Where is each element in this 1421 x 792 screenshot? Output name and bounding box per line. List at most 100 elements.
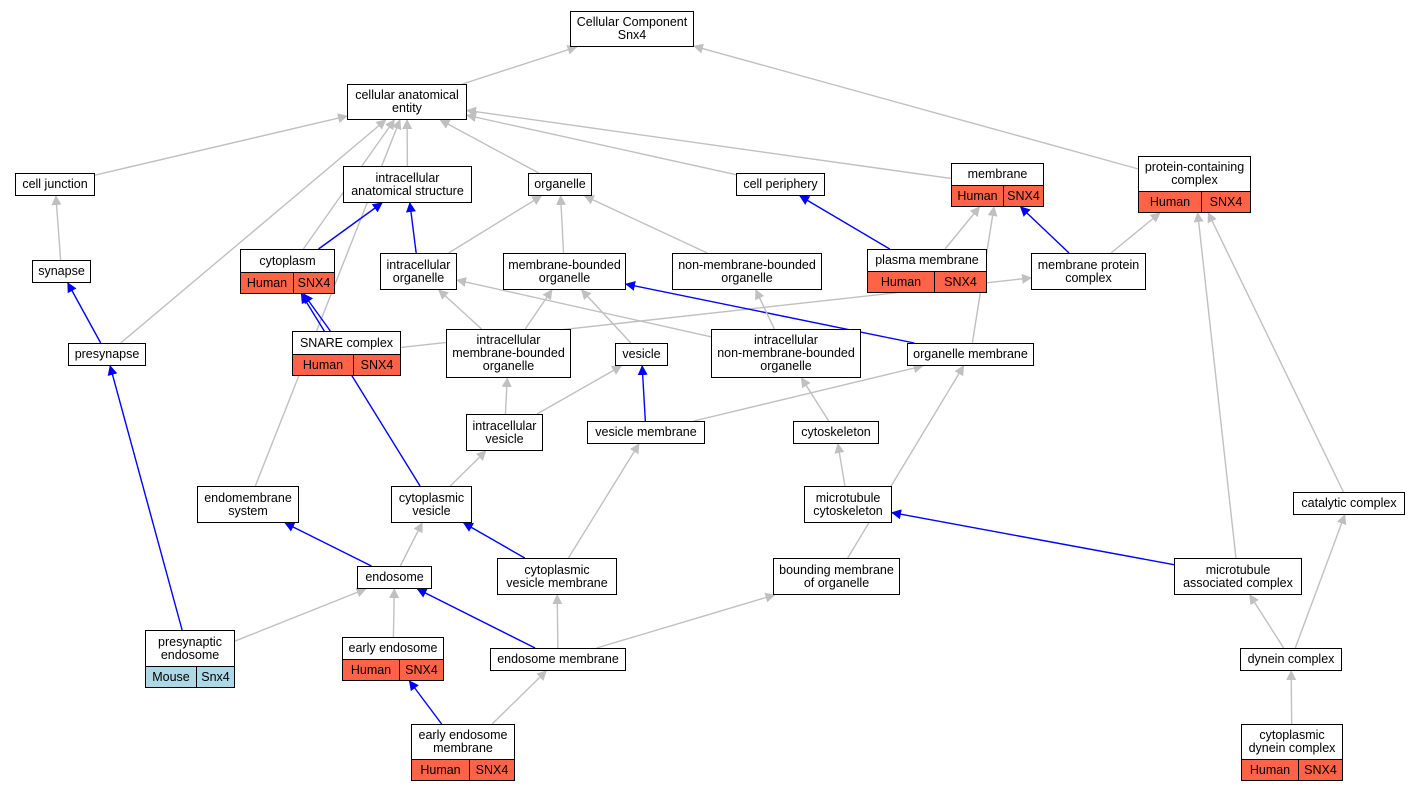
edge-plasma-membrane-to-cell-periphery [799, 195, 891, 250]
node-label-line: intracellular [375, 170, 440, 185]
node-synapse[interactable]: synapse [32, 260, 91, 283]
node-label: cytoskeleton [794, 422, 878, 443]
edge-endo-membrane-to-cvm [552, 594, 563, 649]
node-cell-junction[interactable]: cell junction [15, 173, 95, 196]
node-label-line: dynein complex [1248, 741, 1336, 755]
node-vesicle[interactable]: vesicle [615, 343, 668, 366]
node-cytoskeleton[interactable]: cytoskeleton [793, 421, 879, 444]
edge-cytoskeleton-to-inmbo [800, 377, 830, 422]
node-label-line: cellular anatomical [355, 88, 459, 102]
node-endo-membrane[interactable]: endosome membrane [490, 648, 626, 671]
species-cell: Mouse [152, 669, 190, 684]
node-label: membrane [952, 164, 1043, 185]
edge-early-endo-to-endosome [389, 588, 400, 638]
node-label-line: vesicle [485, 431, 524, 446]
gene-cell: SNX4 [353, 355, 400, 375]
node-label-line: complex [1171, 173, 1218, 187]
node-label-line: intracellular [476, 333, 541, 347]
node-label-line: cell periphery [743, 177, 818, 191]
species-cell: Human [420, 762, 461, 777]
node-label: endosome [358, 567, 431, 588]
edge-membrane-to-cae [466, 106, 952, 180]
node-label-line: of organelle [803, 575, 870, 590]
node-cell-periphery[interactable]: cell periphery [736, 173, 825, 196]
node-label: plasma membrane [868, 250, 986, 271]
edge-presyn-endo-to-presynapse [107, 365, 183, 631]
node-label-line: bounding membrane [779, 562, 894, 577]
node-label-line: protein-containing [1144, 160, 1245, 174]
node-label: early endosome [343, 638, 443, 659]
species-cell: Human [350, 662, 392, 677]
edge-cell-periphery-to-cae [466, 112, 737, 176]
edge-intra-org-to-ias [406, 202, 417, 254]
node-dynein[interactable]: dynein complex [1240, 648, 1342, 671]
node-label-line: membrane [433, 741, 493, 755]
node-label-line: organelle [721, 270, 773, 285]
gene-cell: SNX4 [934, 272, 986, 292]
node-label-line: endomembrane [204, 490, 292, 505]
node-label-line: intracellular [386, 257, 451, 272]
node-label-line: entity [392, 101, 422, 115]
node-label-line: cell junction [22, 177, 88, 191]
edge-endo-membrane-to-bmo [596, 592, 776, 649]
node-label-line: anatomical structure [351, 183, 464, 198]
species-cell: Human [1149, 194, 1191, 209]
node-org-membrane[interactable]: organelle membrane [907, 343, 1034, 366]
node-label-line: dynein complex [1247, 652, 1335, 666]
edge-endo-membrane-to-endosome [416, 588, 536, 649]
node-label-line: endosome [365, 570, 424, 584]
edge-pcc-to-cc-root [693, 43, 1139, 170]
edge-mpc-to-membrane [1019, 206, 1070, 254]
edge-synapse-to-cell-junction [51, 195, 62, 261]
node-endosome[interactable]: endosome [357, 566, 432, 589]
node-organelle[interactable]: organelle [528, 173, 592, 196]
node-vesicle-membrane[interactable]: vesicle membrane [587, 421, 705, 444]
edge-vesicle-membrane-to-org-membrane [693, 363, 924, 422]
node-label-line: plasma membrane [875, 253, 979, 267]
node-label-line: system [228, 503, 268, 518]
edge-imbo-to-intra-org [438, 289, 483, 330]
node-catalytic[interactable]: catalytic complex [1293, 492, 1405, 515]
node-presynapse[interactable]: presynapse [68, 343, 146, 366]
edge-imbo-to-mbo [524, 289, 553, 330]
node-label-line: vesicle [412, 503, 451, 518]
node-label-line: synapse [38, 264, 85, 278]
edge-inmbo-to-nmbo [755, 289, 775, 330]
